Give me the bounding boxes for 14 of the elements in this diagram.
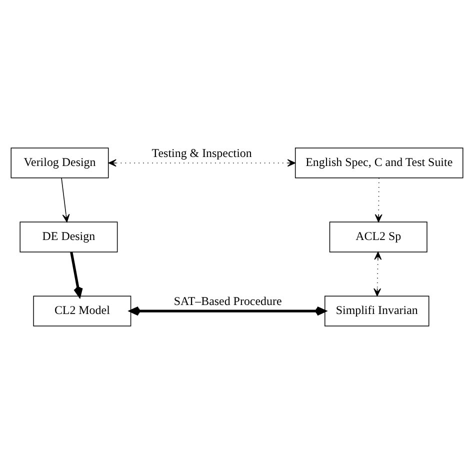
node-box: English Spec, C and Test Suite (294, 148, 464, 178)
node-box: DE Design (20, 222, 118, 252)
node-box: Verilog Design (10, 148, 109, 178)
arrow (374, 178, 382, 222)
arrow (374, 252, 382, 296)
node-box: ACL2 Sp (329, 222, 428, 252)
node-box: Simplifi Invarian (324, 296, 430, 326)
edge-label: Testing & Inspection (152, 146, 252, 160)
arrow (108, 159, 296, 167)
arrow (130, 306, 326, 316)
arrow (61, 178, 70, 222)
edge-label: SAT–Based Procedure (174, 294, 282, 308)
node-box: CL2 Model (33, 296, 132, 326)
arrow (70, 252, 83, 298)
